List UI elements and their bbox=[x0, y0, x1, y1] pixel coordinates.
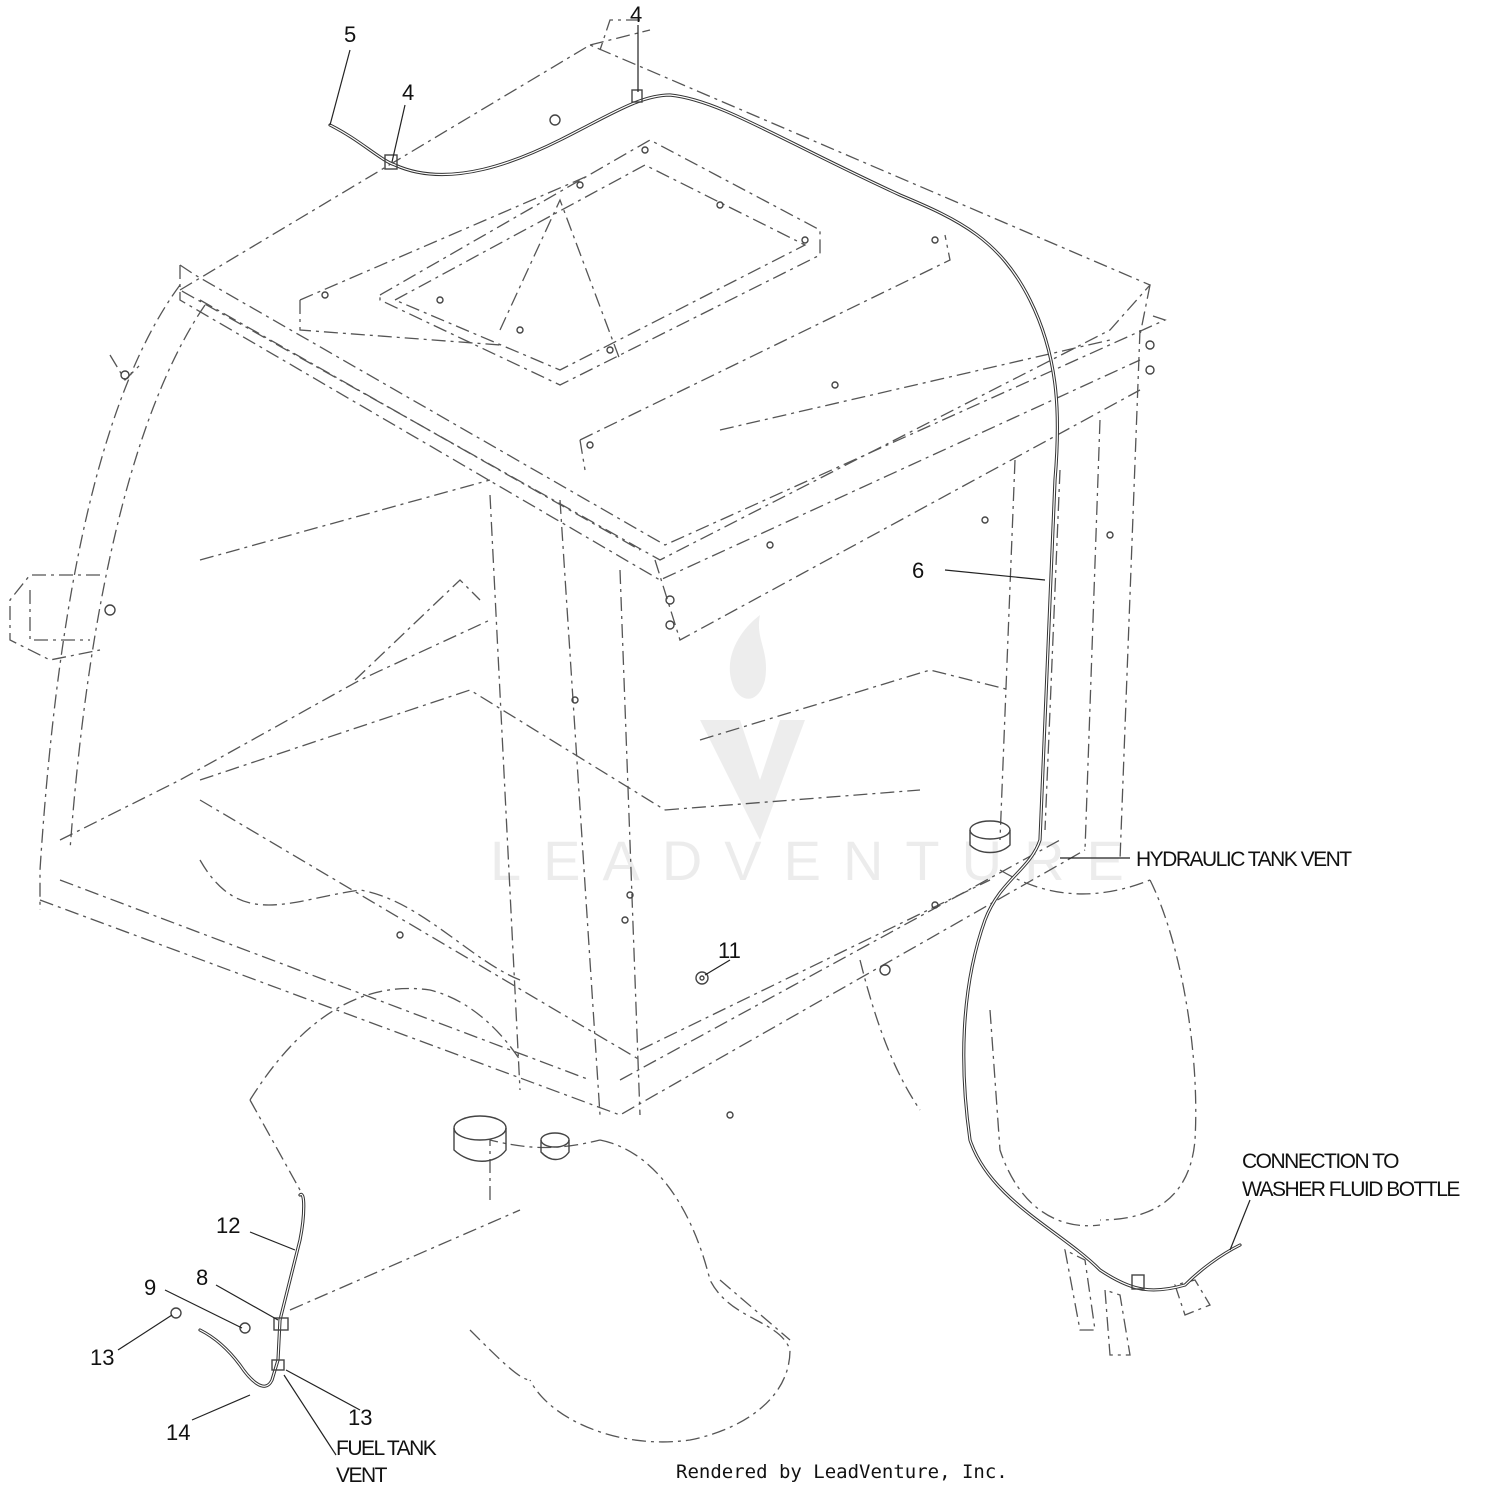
vent-hose-6 bbox=[328, 89, 1242, 1292]
note-fuel-line1: FUEL TANK bbox=[336, 1437, 437, 1460]
callout-11: 11 bbox=[718, 938, 741, 963]
note-washer-line2: WASHER FLUID BOTTLE bbox=[1242, 1178, 1460, 1201]
callout-6: 6 bbox=[912, 558, 924, 583]
note-washer-line1: CONNECTION TO bbox=[1242, 1150, 1399, 1173]
callout-4-top: 4 bbox=[630, 2, 642, 27]
callout-4-left: 4 bbox=[402, 80, 414, 105]
callout-5: 5 bbox=[344, 22, 356, 47]
fuel-vent-hose bbox=[170, 1192, 521, 1388]
footer-credit: Rendered by LeadVenture, Inc. bbox=[676, 1461, 1008, 1483]
callouts: 5 4 4 6 11 12 8 9 13 13 14 bbox=[90, 2, 924, 1445]
leader-lines bbox=[117, 25, 1251, 1456]
fenders bbox=[199, 820, 1211, 1443]
note-hydraulic-tank-vent: HYDRAULIC TANK VENT bbox=[1136, 848, 1352, 871]
note-fuel-line2: VENT bbox=[336, 1464, 388, 1487]
watermark: LEADVENTURE bbox=[490, 615, 1146, 892]
part-11-nut bbox=[695, 971, 709, 985]
cab-frame bbox=[9, 264, 1167, 1119]
callout-8: 8 bbox=[196, 1265, 208, 1290]
watermark-text: LEADVENTURE bbox=[490, 829, 1146, 892]
notes: HYDRAULIC TANK VENT CONNECTION TO WASHER… bbox=[336, 848, 1462, 1487]
callout-9: 9 bbox=[144, 1275, 156, 1300]
callout-13-left: 13 bbox=[90, 1345, 114, 1370]
callout-13-right: 13 bbox=[348, 1405, 372, 1430]
callout-14: 14 bbox=[166, 1420, 190, 1445]
cab-roof bbox=[178, 19, 1152, 561]
watermark-logo-icon bbox=[700, 615, 805, 840]
callout-12: 12 bbox=[216, 1213, 240, 1238]
